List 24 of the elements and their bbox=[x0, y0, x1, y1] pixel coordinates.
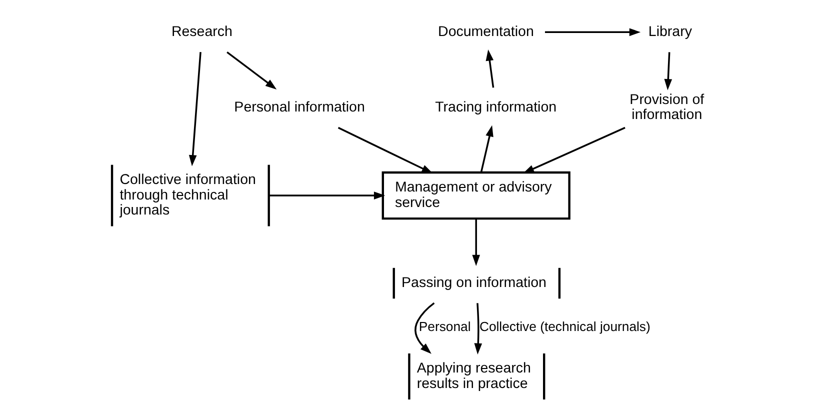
node-text: Collective information through technical journals bbox=[119, 172, 256, 219]
arrow bbox=[226, 51, 276, 90]
edge-label: Personal bbox=[418, 319, 470, 334]
node-text: Library bbox=[648, 24, 692, 40]
arrow bbox=[544, 28, 640, 36]
arrow bbox=[485, 50, 494, 88]
arrow bbox=[414, 302, 434, 354]
edge-label: Collective (technical journals) bbox=[478, 319, 650, 334]
node-text: Documentation bbox=[438, 24, 534, 40]
node-text: Research bbox=[170, 24, 232, 40]
arrow bbox=[474, 303, 482, 355]
arrow bbox=[522, 126, 625, 174]
node-text: Tracing information bbox=[434, 100, 556, 116]
node-text: Provision of information bbox=[629, 92, 704, 124]
node-text: Personal information bbox=[234, 100, 364, 116]
node-box: Management or advisory service bbox=[381, 171, 570, 220]
node-text: Applying research results in practice bbox=[416, 360, 530, 392]
node-text: Passing on information bbox=[401, 274, 546, 291]
arrow bbox=[188, 52, 201, 166]
arrow bbox=[472, 218, 480, 266]
arrow bbox=[337, 126, 432, 174]
arrow bbox=[664, 52, 672, 90]
arrow bbox=[269, 192, 385, 200]
arrow bbox=[480, 125, 493, 173]
